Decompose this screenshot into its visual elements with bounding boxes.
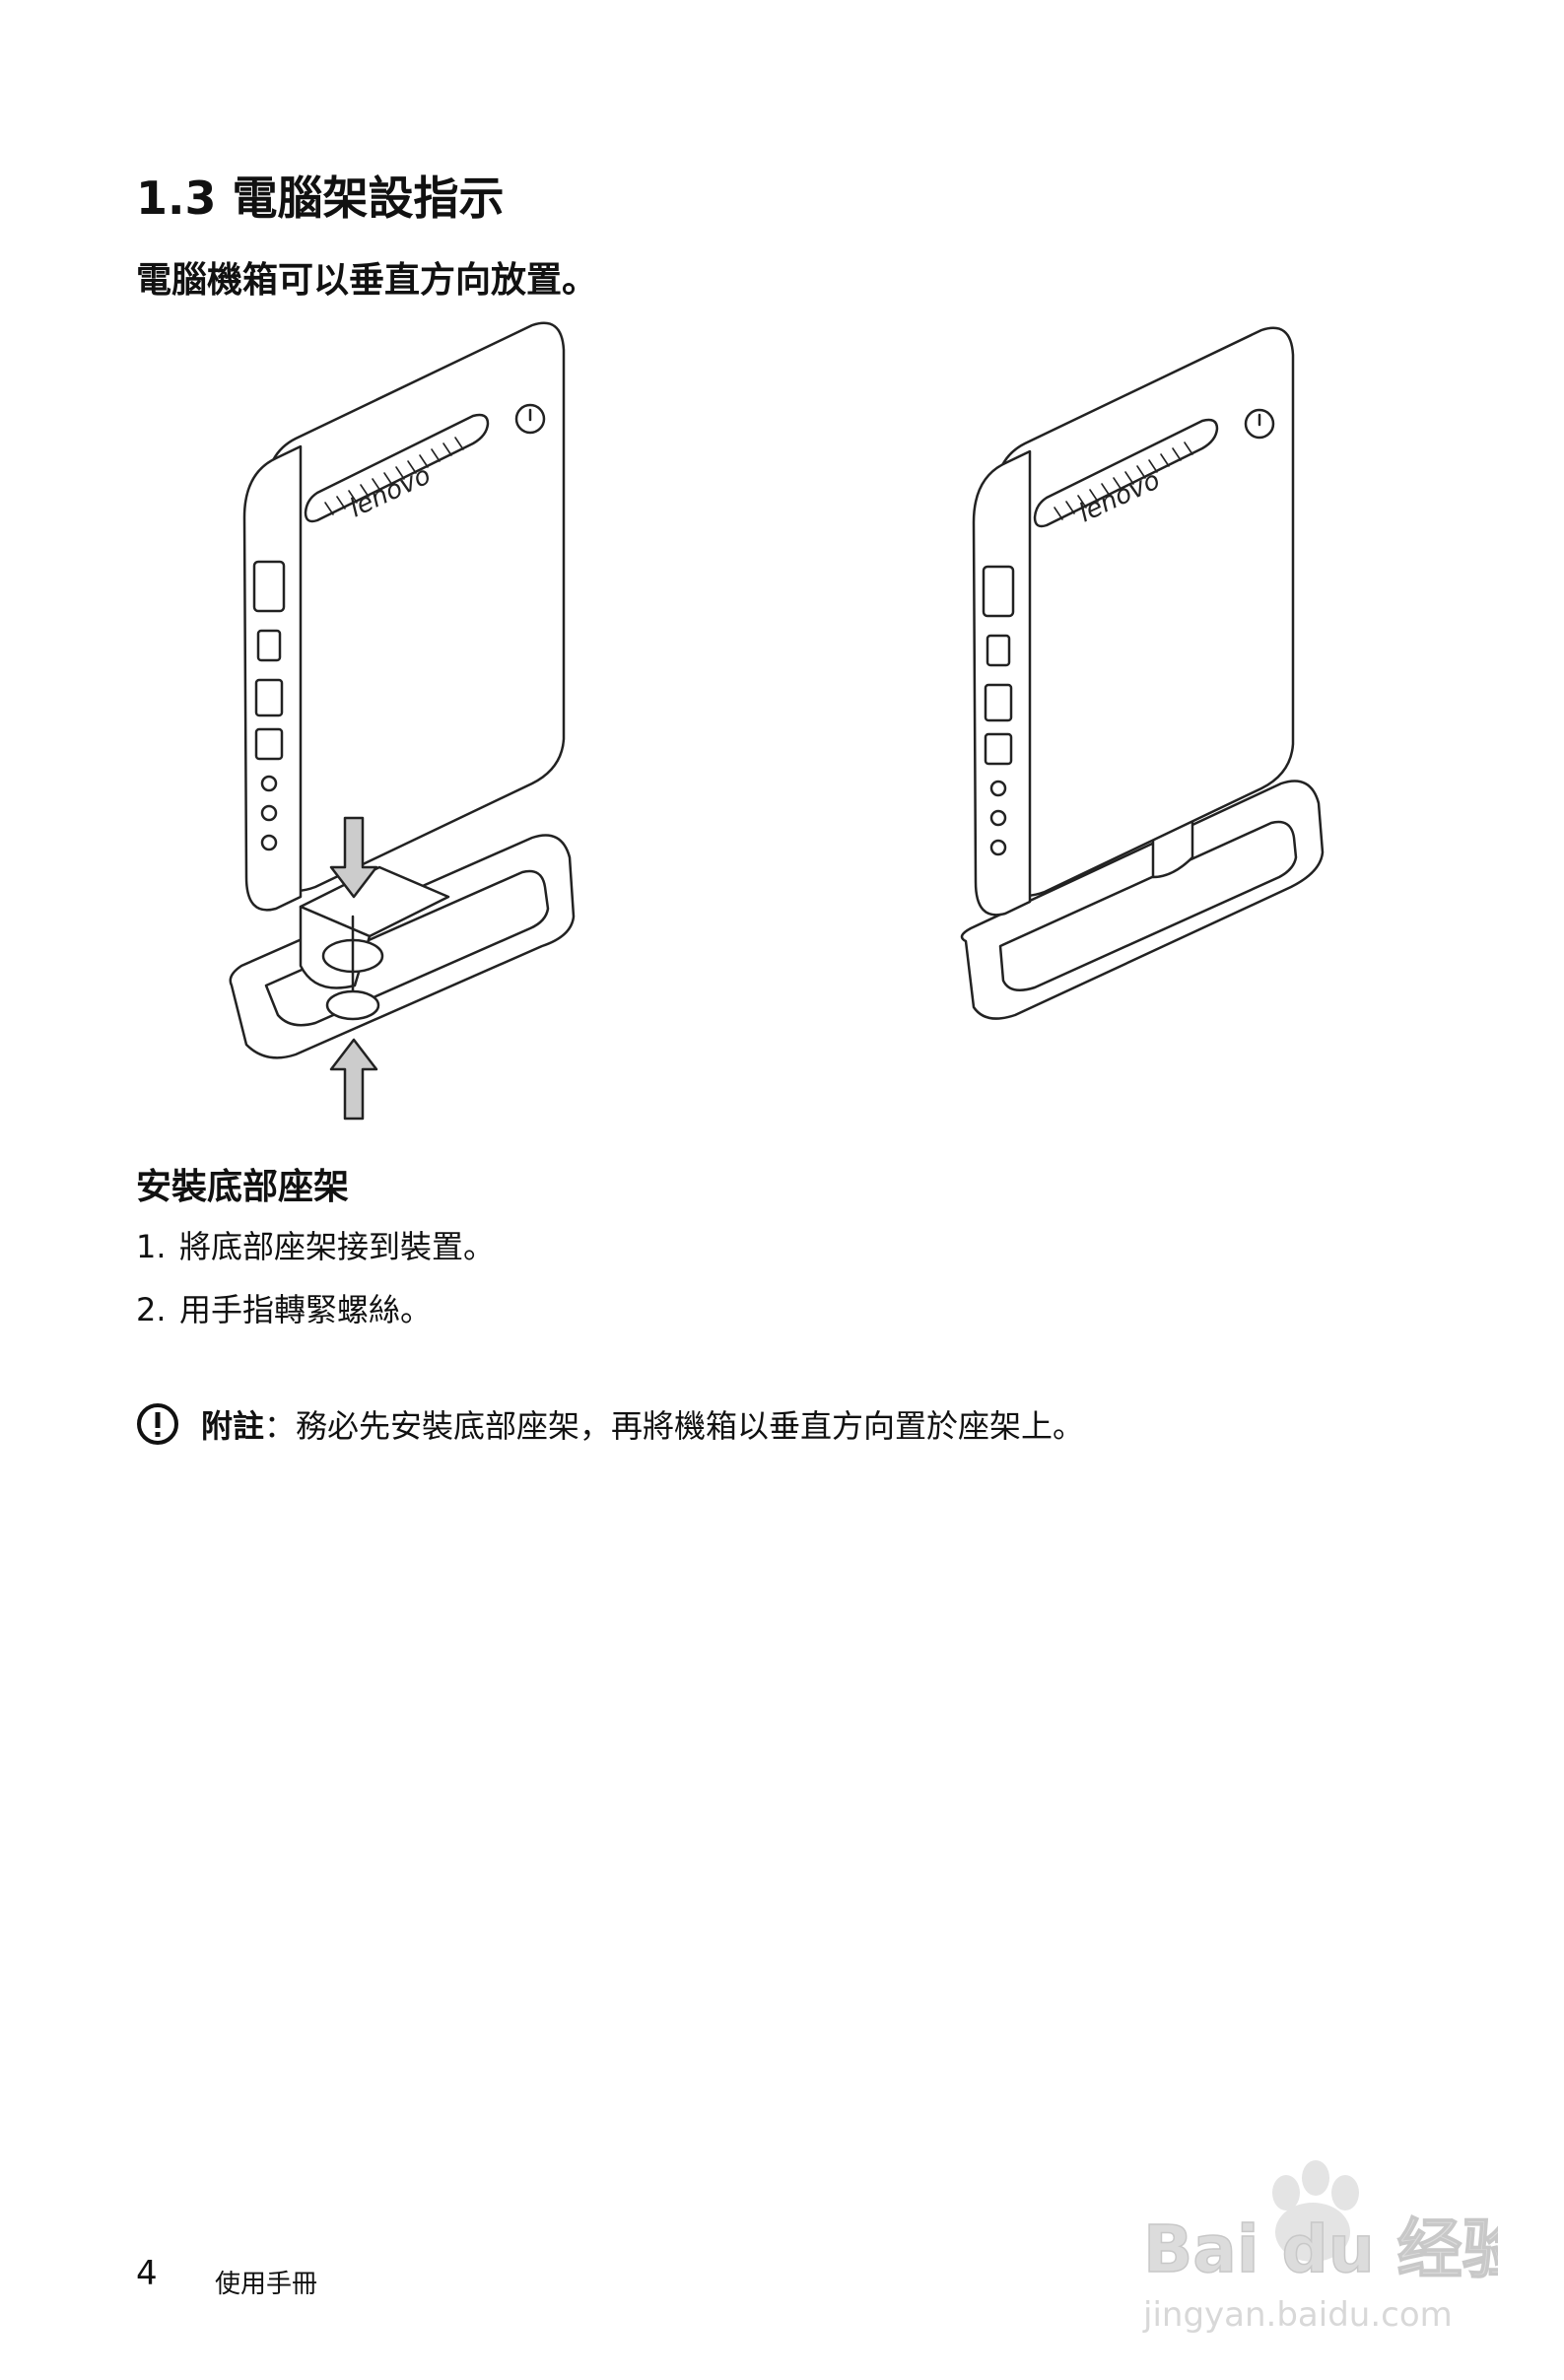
section-heading: 1.3 電腦架設指示 [136,171,505,225]
manual-title: 使用手冊 [215,2270,318,2299]
device-on-stand-assembled [960,326,1325,1020]
exclamation-circle-icon [137,1403,178,1445]
page-number: 4 [136,2254,158,2293]
step-1-text: 將底部座架接到裝置。 [179,1228,496,1265]
watermark-logo-text: Bai du 经验 [1143,2211,1498,2287]
install-stand-subheading: 安裝底部座架 [136,1167,350,1207]
note: 附註：務必先安裝底部座架，再將機箱以垂直方向置於座架上。 [136,1399,1084,1449]
note-separator: ： [264,1407,297,1445]
step-2-text: 用手指轉緊螺絲。 [179,1291,433,1328]
device-with-detached-stand [229,321,576,1121]
paw-icon [1272,2160,1359,2262]
step-2-number: 2. [136,1291,167,1328]
step-1-number: 1. [136,1228,167,1265]
intro-text: 電腦機箱可以垂直方向放置。 [136,260,598,301]
note-text: 務必先安裝底部座架，再將機箱以垂直方向置於座架上。 [296,1407,1085,1445]
watermark-url: jingyan.baidu.com [1142,2295,1453,2335]
step-1: 1. 將底部座架接到裝置。 [136,1222,495,1267]
step-2: 2. 用手指轉緊螺絲。 [136,1285,432,1330]
stand-assembly-illustration: lenovo lenovo [207,306,1330,1133]
baidu-watermark-logo: Bai du 经验 jingyan.baidu.com [1104,2148,1498,2346]
note-label: 附註 [201,1407,265,1445]
